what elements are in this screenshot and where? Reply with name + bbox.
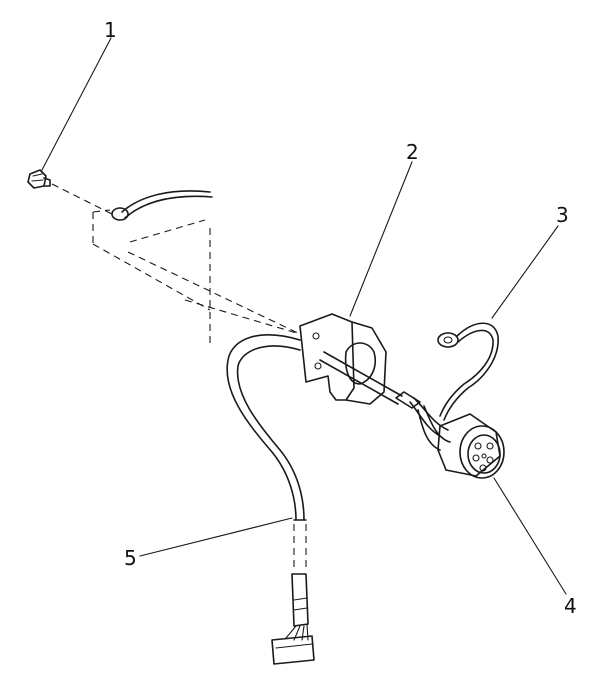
socket-wires xyxy=(409,397,451,451)
callout-3: 3 xyxy=(556,203,569,227)
leader-line-1 xyxy=(41,37,112,171)
part-5-cable-harness xyxy=(226,334,315,665)
socket-cable xyxy=(319,351,421,409)
leader-line-5 xyxy=(139,517,293,557)
callout-5: 5 xyxy=(124,546,137,570)
part-4-socket xyxy=(437,413,505,479)
screw-axis-line xyxy=(51,183,113,215)
part-3-ground-lead xyxy=(437,322,499,421)
leader-line-4 xyxy=(493,477,567,595)
mounting-panel-outline xyxy=(92,209,301,346)
part-1-screw xyxy=(27,169,51,189)
leader-line-2 xyxy=(349,161,413,317)
callout-2: 2 xyxy=(406,140,419,164)
ground-wire xyxy=(111,190,213,221)
callout-1: 1 xyxy=(104,18,117,42)
leader-line-3 xyxy=(491,225,559,319)
callout-4: 4 xyxy=(564,594,577,618)
